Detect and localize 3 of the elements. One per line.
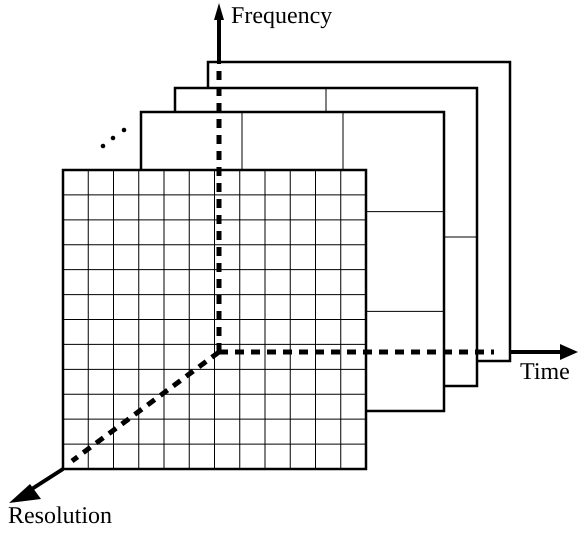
axis-label: Frequency: [231, 2, 332, 30]
axis-label: Resolution: [8, 502, 112, 530]
axis-label: Time: [520, 358, 570, 386]
